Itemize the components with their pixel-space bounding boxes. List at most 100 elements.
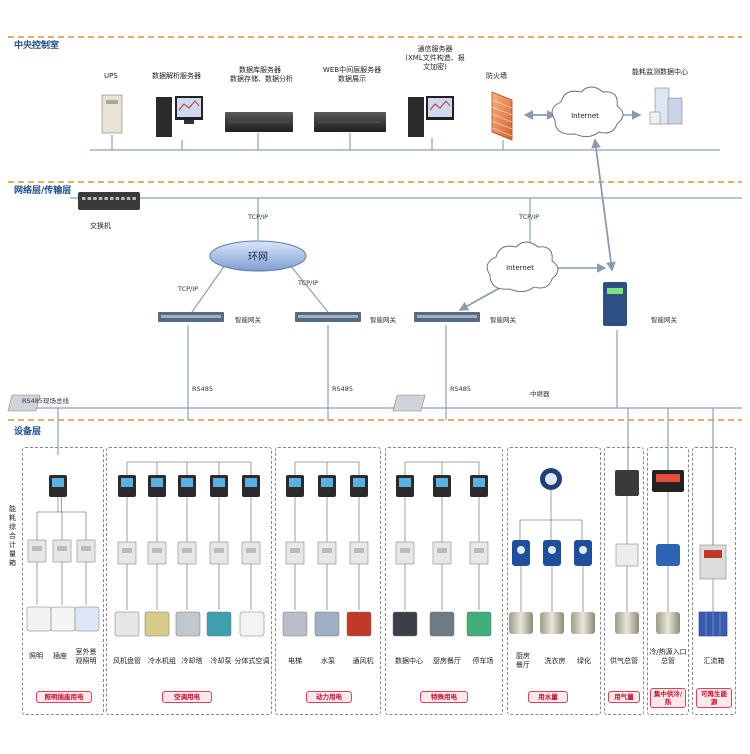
- power-breaker-2-handle-icon: [354, 548, 364, 553]
- switch-port-icon: [115, 197, 120, 200]
- comm-server-chart-icon: [429, 100, 451, 111]
- group-lighting: [22, 447, 104, 715]
- layer-label-network: 网络层/传输层: [14, 186, 72, 196]
- internet-cloud-middle-label: Internet: [506, 264, 534, 272]
- tcpip-label-3: TCP/IP: [178, 285, 199, 293]
- layer-label-device: 设备层: [14, 427, 42, 437]
- switch-label: 交换机: [90, 222, 111, 230]
- web-server-label: WEB中间层服务器 数据展示: [322, 66, 382, 84]
- special-breaker-1-handle-icon: [437, 548, 447, 553]
- comm-server-label: 通信服务器 (XML文件构造、报 文加密): [405, 45, 465, 72]
- item-label-hvac-0: 风机盘管: [113, 657, 141, 665]
- switch-port-icon: [126, 197, 131, 200]
- gateway-label-2: 智能网关: [370, 316, 396, 324]
- switch-port-icon: [132, 197, 136, 200]
- comm-server-title: 通信服务器: [417, 45, 453, 53]
- parse-server-chart-icon: [178, 100, 200, 111]
- group-special: [385, 447, 503, 715]
- central-bus: [90, 133, 720, 151]
- special-kitchen-icon: [429, 611, 455, 637]
- item-label-heat-0: 冷/热源入口总管: [649, 648, 687, 665]
- badge-lighting: 照明插座用电: [36, 691, 92, 703]
- special-meter-2-screen-icon: [473, 478, 485, 487]
- lighting-breaker-1-handle-icon: [57, 546, 67, 551]
- group-renewable: [692, 447, 736, 715]
- internet-cloud-top-icon: [551, 86, 624, 137]
- item-label-special-1: 厨房餐厅: [433, 657, 461, 665]
- monitor-center-label: 能耗监测数据中心: [632, 68, 688, 76]
- firewall-icon: [491, 91, 513, 141]
- hvac-breaker-0-handle-icon: [122, 548, 132, 553]
- group-gas: [604, 447, 644, 715]
- water-meter-2-dial-icon: [579, 546, 587, 554]
- water-pipe-2-icon: [571, 612, 595, 634]
- hvac-breaker-2-handle-icon: [182, 548, 192, 553]
- hvac-meter-2-screen-icon: [181, 478, 193, 487]
- hvac-breaker-1-handle-icon: [152, 548, 162, 553]
- field-bus: [20, 330, 742, 455]
- switch-port-icon: [98, 197, 103, 200]
- item-label-water-1: 洗衣房: [544, 657, 566, 665]
- db-server-desc: 数据存储、数据分析: [230, 75, 293, 83]
- switch-icon: [78, 192, 140, 210]
- gateway-strip-icon-2: [298, 315, 358, 318]
- gas-pipe-icon: [615, 612, 639, 634]
- special-parking-icon: [466, 611, 492, 637]
- hvac-meter-1-screen-icon: [151, 478, 163, 487]
- switch-port-icon: [82, 197, 86, 200]
- heat-pipe-icon: [656, 612, 680, 634]
- ring-network-icon: [209, 240, 307, 272]
- badge-gas: 用气量: [608, 691, 640, 703]
- tcpip-label-1: TCP/IP: [248, 213, 269, 221]
- item-label-special-2: 停车场: [472, 657, 494, 665]
- hvac-breaker-3-handle-icon: [214, 548, 224, 553]
- item-label-hvac-2: 冷却塔: [181, 657, 203, 665]
- badge-water: 用水量: [528, 691, 568, 703]
- repeater-label: 中继器: [530, 390, 550, 398]
- gateway-strip-icon-3: [417, 315, 477, 318]
- monitor-center-building-2-icon: [667, 97, 683, 125]
- power-breaker-1-handle-icon: [322, 548, 332, 553]
- water-main-meter-dial-icon: [545, 473, 557, 485]
- layer-separators: [8, 36, 742, 421]
- rs485-label-2: RS485: [332, 385, 354, 393]
- hvac-fan-coil-icon: [114, 611, 140, 637]
- item-label-hvac-1: 冷水机组: [148, 657, 176, 665]
- hvac-meter-0-screen-icon: [121, 478, 133, 487]
- tcpip-label-4: TCP/IP: [298, 279, 319, 287]
- item-label-hvac-4: 分体式空调: [234, 657, 270, 665]
- db-server-label: 数据库服务器 数据存储、数据分析: [230, 66, 293, 84]
- layer-label-central: 中央控制室: [14, 41, 60, 51]
- power-water-pump-icon: [314, 611, 340, 637]
- special-breaker-2-handle-icon: [474, 548, 484, 553]
- hvac-chiller-icon: [144, 611, 170, 637]
- tcpip-label-2: TCP/IP: [519, 213, 540, 221]
- network-bus: [70, 197, 742, 245]
- firewall-brick-icon: [491, 127, 513, 137]
- renewable-meter-display-icon: [704, 550, 722, 558]
- water-meter-0-dial-icon: [517, 546, 525, 554]
- power-elevator-icon: [282, 611, 308, 637]
- rs485-label-3: RS485: [450, 385, 472, 393]
- lighting-breaker-2-handle-icon: [81, 546, 91, 551]
- hvac-meter-3-screen-icon: [213, 478, 225, 487]
- item-label-lighting-0: 照明: [29, 652, 43, 660]
- heat-controller-display-icon: [656, 474, 680, 482]
- ring-network-label: 环网: [248, 251, 268, 263]
- group-water: [507, 447, 601, 715]
- special-data-center-icon: [392, 611, 418, 637]
- item-label-power-2: 通风机: [352, 657, 374, 665]
- power-breaker-0-handle-icon: [290, 548, 300, 553]
- hvac-split-ac-icon: [239, 611, 265, 637]
- gateway-label-4: 智能网关: [651, 316, 677, 324]
- firewall-brick-icon: [491, 113, 513, 123]
- item-label-water-2: 绿化: [577, 657, 591, 665]
- badge-hvac: 空调用电: [162, 691, 212, 703]
- item-label-special-0: 数据中心: [395, 657, 423, 665]
- field-repeater-icon: [7, 394, 41, 412]
- gateway-strip-icon-1: [161, 315, 221, 318]
- repeater-icon: [392, 394, 426, 412]
- internet-links: [458, 110, 642, 311]
